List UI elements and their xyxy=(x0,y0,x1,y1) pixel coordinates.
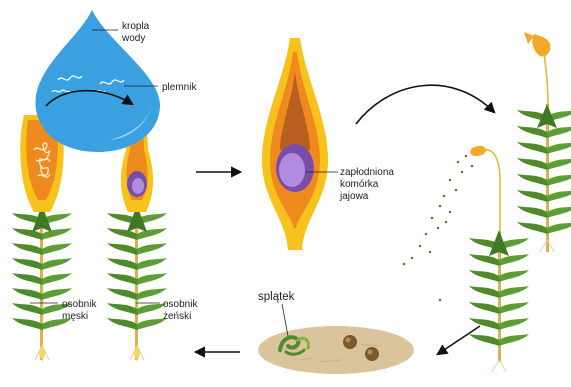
spore-releasing-plant xyxy=(469,145,529,372)
spores xyxy=(403,155,474,302)
spore-germinating-1 xyxy=(343,335,357,349)
capsule xyxy=(532,34,550,56)
female-leaves xyxy=(107,205,167,330)
male-plant xyxy=(12,115,72,362)
label-male: osobnik męski xyxy=(62,299,99,322)
spore-germinating-2 xyxy=(365,347,379,361)
label-water-drop: kropla wody xyxy=(121,21,152,44)
label-sperm: plemnik xyxy=(162,82,197,93)
label-fertilized-egg: zapłodniona komórka jajowa xyxy=(339,167,397,202)
arrow-to-sporophyte xyxy=(356,85,494,124)
fertilized-archegonium xyxy=(262,38,328,250)
protonema-leader xyxy=(282,304,288,336)
open-capsule xyxy=(469,145,486,158)
sporophyte-leaves xyxy=(517,104,571,234)
sporophyte-plant xyxy=(517,32,571,252)
soil-patch xyxy=(258,326,414,374)
arrow-to-protonema xyxy=(438,326,480,354)
label-female: osobnik żeński xyxy=(163,299,200,322)
label-protonema: splątek xyxy=(258,291,295,303)
